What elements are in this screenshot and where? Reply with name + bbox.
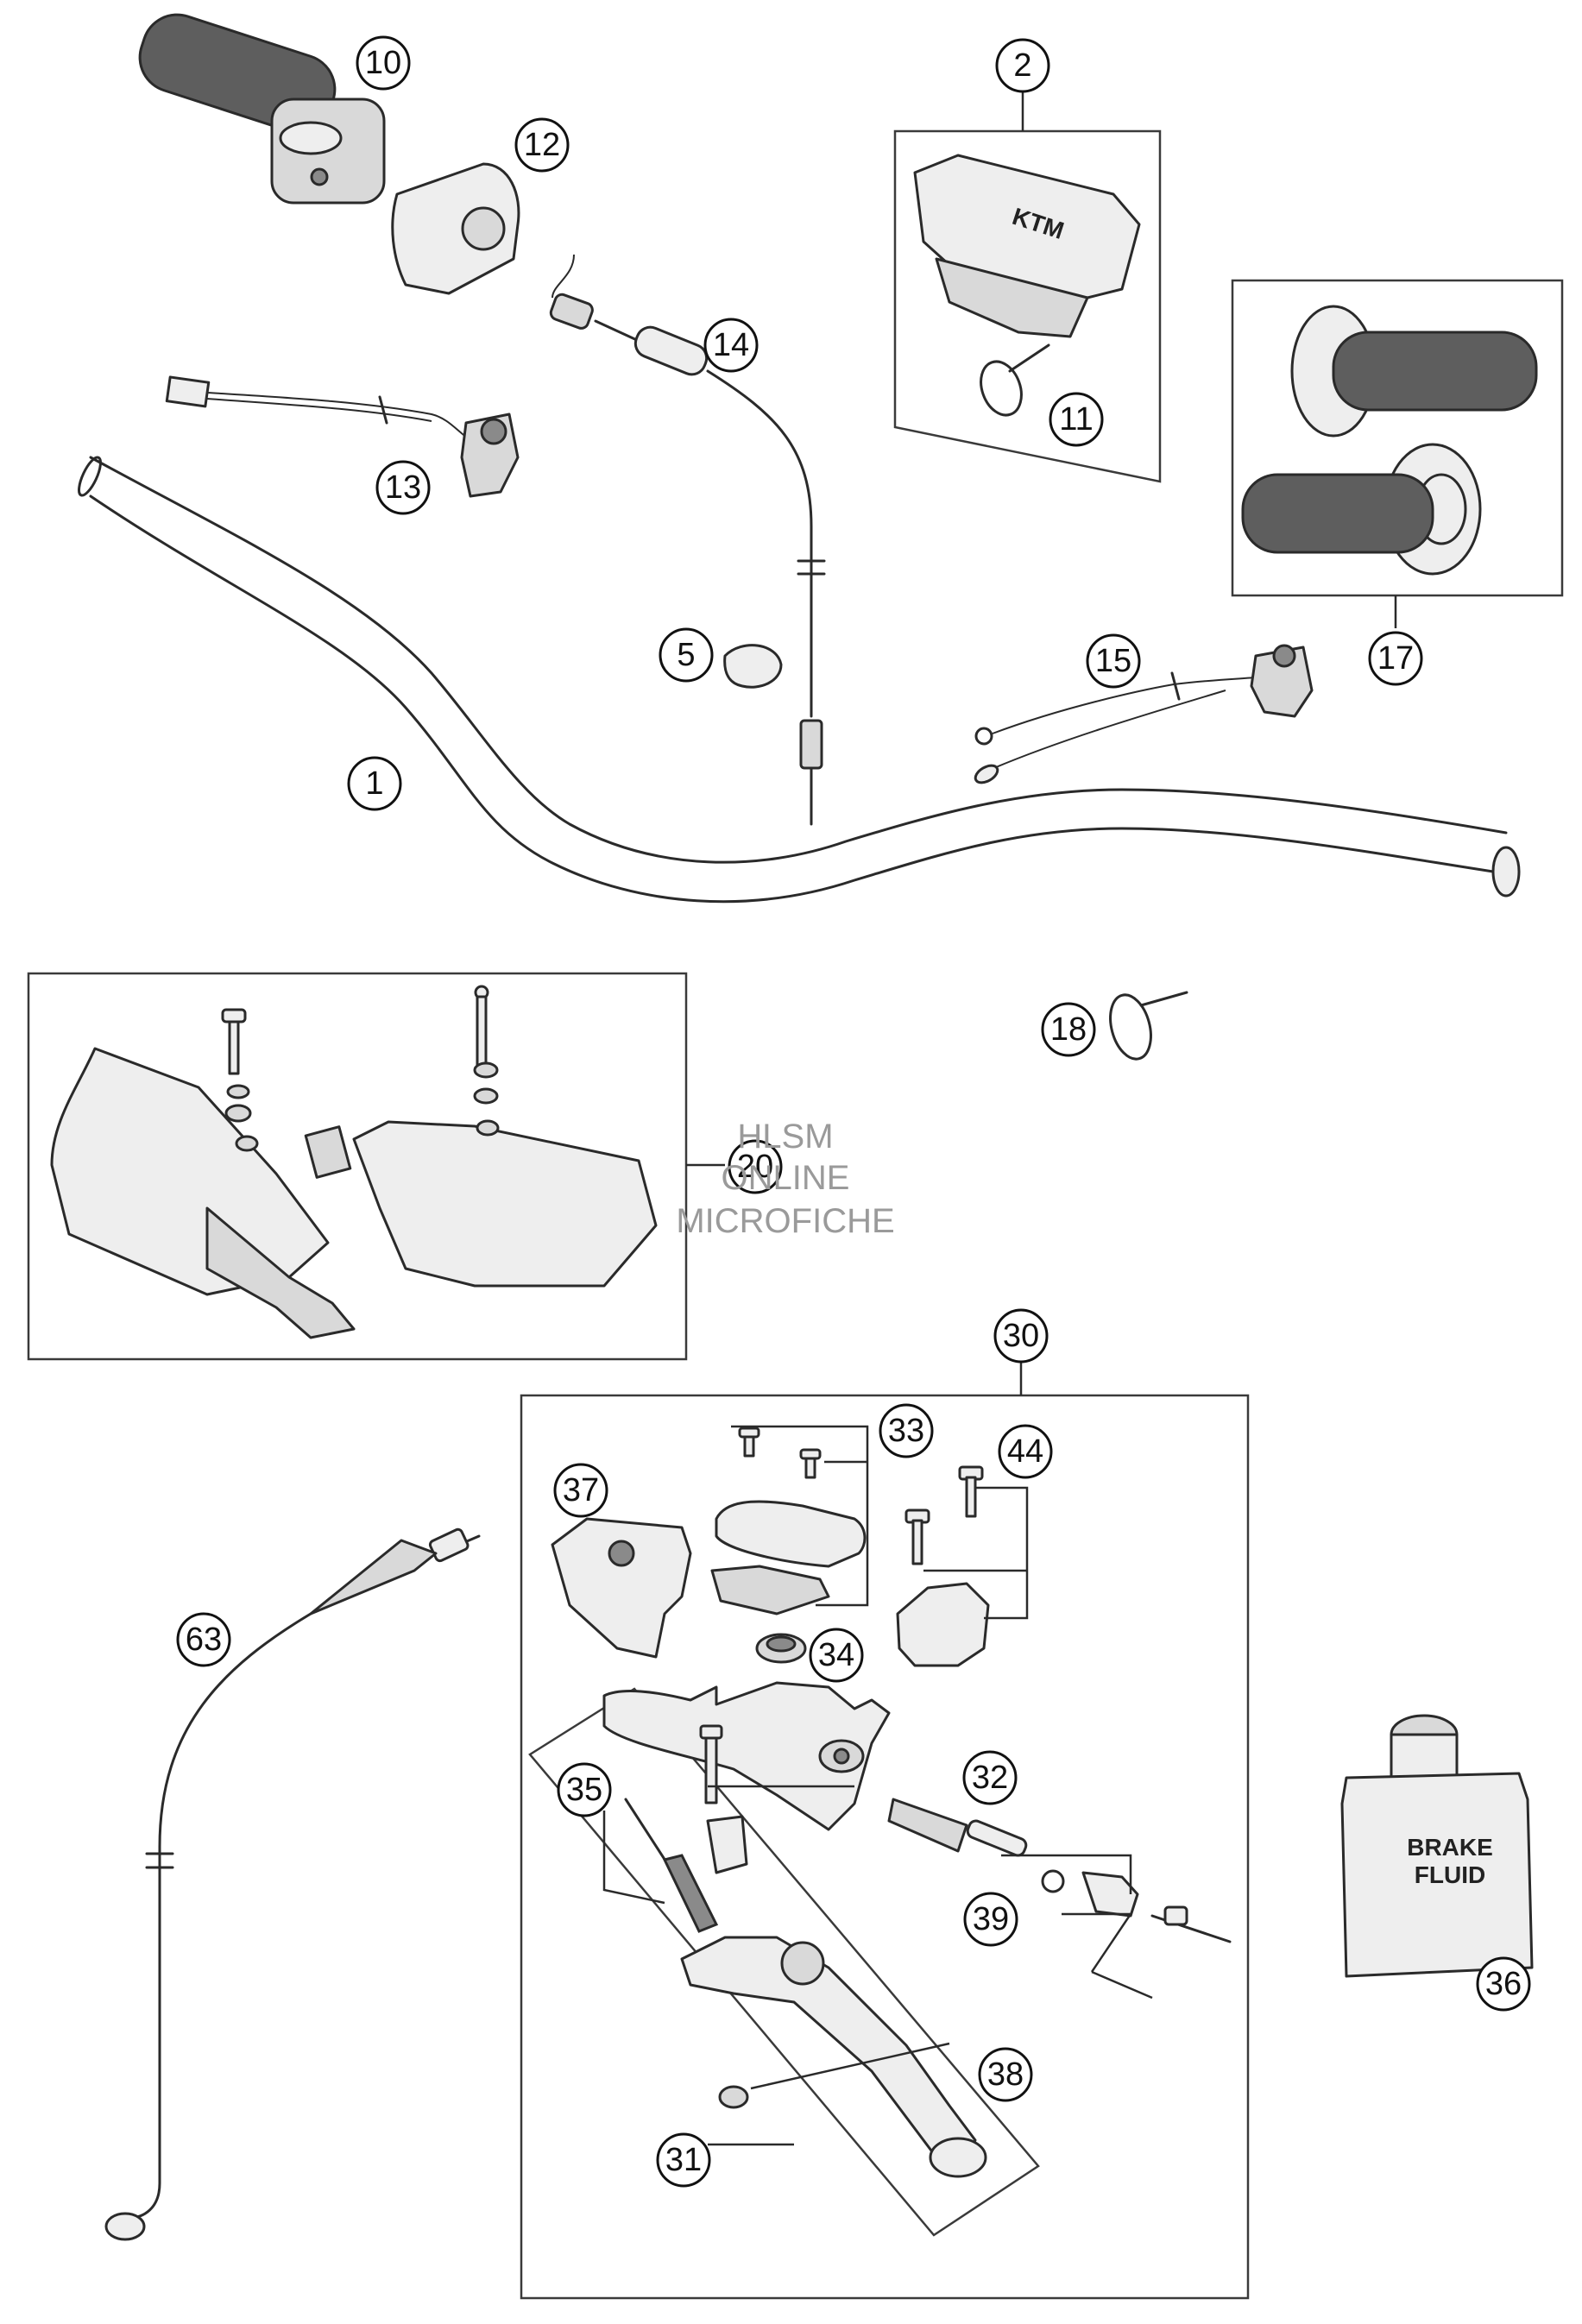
callout-37: 37 bbox=[553, 1463, 608, 1518]
callouts: 10 12 2 14 11 13 17 5 15 1 18 20 30 33 4… bbox=[176, 35, 1531, 2188]
callout-30: 30 bbox=[993, 1308, 1049, 1364]
svg-text:63: 63 bbox=[186, 1622, 222, 1658]
grips-17 bbox=[1241, 305, 1538, 576]
brake-fluid-can-36: BRAKE FLUID bbox=[1340, 1714, 1534, 1978]
group-box-17 bbox=[1231, 279, 1564, 597]
svg-text:2: 2 bbox=[1013, 47, 1031, 84]
fluid-label-line2: FLUID bbox=[1415, 1861, 1485, 1888]
watermark: HLSM ONLINE MICROFICHE bbox=[676, 1118, 894, 1240]
svg-text:31: 31 bbox=[665, 2142, 702, 2178]
callout-39: 39 bbox=[963, 1892, 1018, 1947]
svg-text:1: 1 bbox=[365, 765, 383, 802]
leader-lines bbox=[602, 90, 1397, 2146]
callout-63: 63 bbox=[176, 1612, 231, 1667]
callout-33: 33 bbox=[879, 1403, 934, 1458]
throttle-grip bbox=[138, 13, 386, 205]
bolt-left bbox=[221, 1008, 259, 1152]
cover-2: KTM bbox=[913, 154, 1141, 338]
svg-text:11: 11 bbox=[1059, 401, 1093, 438]
svg-text:35: 35 bbox=[566, 1772, 602, 1808]
callout-5: 5 bbox=[659, 627, 714, 683]
callout-1: 1 bbox=[347, 756, 402, 811]
svg-text:36: 36 bbox=[1485, 1966, 1522, 2002]
callout-38: 38 bbox=[978, 2047, 1033, 2102]
svg-text:32: 32 bbox=[972, 1760, 1008, 1796]
svg-text:15: 15 bbox=[1095, 643, 1131, 679]
callout-12: 12 bbox=[514, 117, 570, 173]
svg-text:12: 12 bbox=[524, 127, 560, 163]
bolt-right bbox=[473, 985, 500, 1137]
svg-text:33: 33 bbox=[888, 1413, 924, 1449]
svg-text:44: 44 bbox=[1007, 1433, 1043, 1470]
cable-tie-11 bbox=[980, 343, 1050, 417]
nut-5 bbox=[723, 644, 783, 689]
callout-35: 35 bbox=[557, 1762, 612, 1817]
callout-20: 20 bbox=[728, 1139, 783, 1194]
group-box-30 bbox=[520, 1394, 1250, 2300]
brake-line-63 bbox=[104, 1527, 481, 2241]
callout-34: 34 bbox=[809, 1628, 864, 1683]
group-box-2 bbox=[893, 129, 1162, 483]
svg-text:5: 5 bbox=[677, 637, 695, 673]
master-cylinder-30 bbox=[551, 1427, 1232, 2178]
svg-text:14: 14 bbox=[713, 327, 749, 363]
callout-36: 36 bbox=[1476, 1956, 1531, 2012]
svg-text:10: 10 bbox=[365, 45, 401, 81]
watermark-line1: HLSM bbox=[737, 1118, 833, 1156]
switch-13 bbox=[165, 375, 520, 498]
group-box-20 bbox=[27, 972, 688, 1361]
svg-text:18: 18 bbox=[1050, 1011, 1087, 1048]
throttle-cable bbox=[549, 254, 826, 826]
svg-text:39: 39 bbox=[973, 1901, 1009, 1937]
svg-text:17: 17 bbox=[1377, 640, 1414, 677]
callout-2: 2 bbox=[995, 38, 1050, 93]
watermark-line3: MICROFICHE bbox=[676, 1202, 894, 1240]
svg-text:37: 37 bbox=[563, 1472, 599, 1508]
callout-14: 14 bbox=[703, 318, 759, 373]
handlebar bbox=[78, 456, 1521, 904]
callout-11: 11 bbox=[1049, 392, 1104, 447]
cable-tie-18 bbox=[1109, 991, 1188, 1061]
handguards-20 bbox=[50, 985, 658, 1339]
callout-17: 17 bbox=[1368, 631, 1423, 686]
callout-10: 10 bbox=[356, 35, 411, 91]
watermark-line2: ONLINE bbox=[722, 1159, 850, 1197]
callout-15: 15 bbox=[1086, 633, 1141, 689]
throttle-housing bbox=[391, 162, 520, 295]
group-box-lever bbox=[528, 1687, 1040, 2237]
callout-44: 44 bbox=[998, 1424, 1053, 1479]
svg-text:38: 38 bbox=[987, 2056, 1024, 2093]
switch-15 bbox=[974, 644, 1314, 784]
fluid-label-line1: BRAKE bbox=[1407, 1834, 1493, 1861]
svg-text:34: 34 bbox=[818, 1637, 854, 1673]
svg-text:13: 13 bbox=[385, 469, 421, 506]
callout-18: 18 bbox=[1041, 1002, 1096, 1057]
callout-31: 31 bbox=[656, 2132, 711, 2188]
callout-13: 13 bbox=[375, 460, 431, 515]
svg-text:30: 30 bbox=[1003, 1318, 1039, 1354]
svg-text:20: 20 bbox=[737, 1149, 773, 1185]
callout-32: 32 bbox=[962, 1750, 1018, 1805]
